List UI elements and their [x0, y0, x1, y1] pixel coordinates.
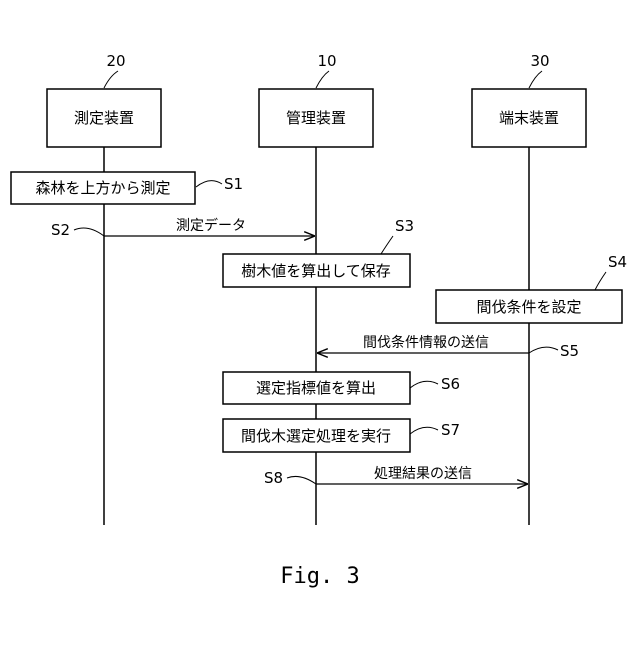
svg-text:S4: S4 — [608, 253, 627, 271]
participant-management-device: 管理装置 — [259, 89, 373, 147]
step-s8-label: S8 — [264, 469, 316, 487]
step-s7-box: 間伐木選定処理を実行 — [223, 419, 410, 452]
figure-caption: Fig. 3 — [280, 564, 359, 589]
svg-text:測定データ: 測定データ — [176, 217, 246, 234]
step-s5-label: S5 — [529, 342, 579, 360]
svg-text:10: 10 — [317, 52, 336, 70]
step-s3-label: S3 — [381, 217, 414, 254]
svg-text:処理結果の送信: 処理結果の送信 — [374, 466, 472, 482]
svg-text:森林を上方から測定: 森林を上方から測定 — [35, 179, 170, 197]
step-s2-label: S2 — [51, 221, 104, 239]
participant-measuring-device: 測定装置 — [47, 89, 161, 147]
svg-text:S5: S5 — [560, 342, 579, 360]
svg-text:S8: S8 — [264, 469, 283, 487]
svg-text:選定指標値を算出: 選定指標値を算出 — [256, 379, 376, 397]
step-s6-label: S6 — [410, 375, 460, 393]
participant-ref-30: 30 — [529, 52, 550, 88]
svg-text:S6: S6 — [441, 375, 460, 393]
participant-ref-10: 10 — [316, 52, 337, 88]
step-s4-box: 間伐条件を設定 — [436, 290, 622, 323]
svg-text:S1: S1 — [224, 175, 243, 193]
svg-text:S3: S3 — [395, 217, 414, 235]
svg-text:間伐木選定処理を実行: 間伐木選定処理を実行 — [241, 427, 391, 445]
svg-text:端末装置: 端末装置 — [499, 109, 559, 127]
step-s2-message: 測定データ — [104, 217, 315, 236]
svg-text:測定装置: 測定装置 — [74, 109, 134, 127]
svg-text:S2: S2 — [51, 221, 70, 239]
step-s3-box: 樹木値を算出して保存 — [223, 254, 410, 287]
svg-text:間伐条件情報の送信: 間伐条件情報の送信 — [363, 334, 489, 351]
step-s1-label: S1 — [196, 175, 243, 193]
participant-terminal-device: 端末装置 — [472, 89, 586, 147]
svg-text:S7: S7 — [441, 421, 460, 439]
svg-text:樹木値を算出して保存: 樹木値を算出して保存 — [241, 262, 391, 280]
step-s4-label: S4 — [595, 253, 627, 290]
step-s8-message: 処理結果の送信 — [316, 466, 528, 484]
svg-text:管理装置: 管理装置 — [286, 109, 346, 127]
svg-text:間伐条件を設定: 間伐条件を設定 — [476, 298, 581, 316]
step-s1-box: 森林を上方から測定 — [11, 172, 195, 204]
step-s6-box: 選定指標値を算出 — [223, 372, 410, 404]
participant-ref-20: 20 — [104, 52, 126, 88]
svg-text:20: 20 — [106, 52, 125, 70]
step-s5-message: 間伐条件情報の送信 — [317, 334, 529, 353]
svg-text:30: 30 — [530, 52, 549, 70]
step-s7-label: S7 — [410, 421, 460, 439]
